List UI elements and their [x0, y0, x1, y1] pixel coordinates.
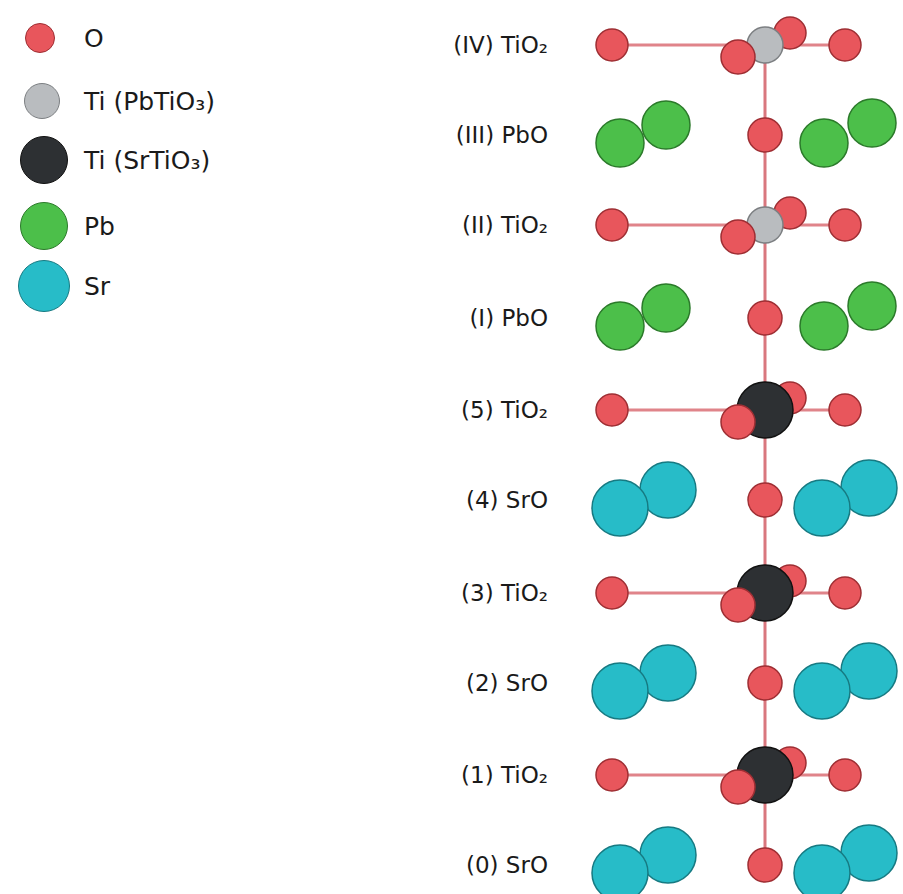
layer-label: (3) TiO₂: [461, 582, 548, 605]
layer-label: (2) SrO: [466, 672, 548, 695]
legend-label: O: [84, 26, 104, 51]
legend-swatch: [20, 202, 68, 250]
legend-swatch: [25, 23, 55, 53]
legend-label: Pb: [84, 214, 115, 239]
layer-label: (1) TiO₂: [461, 764, 548, 787]
layer-label: (5) TiO₂: [461, 399, 548, 422]
layer-label: (4) SrO: [466, 489, 548, 512]
legend-swatch: [24, 83, 60, 119]
layer-label: (I) PbO: [469, 307, 548, 330]
legend-swatch: [20, 136, 68, 184]
layer-label: (II) TiO₂: [462, 214, 548, 237]
layer-label: (0) SrO: [466, 854, 548, 877]
legend-label: Ti (PbTiO₃): [84, 89, 215, 114]
legend-label: Ti (SrTiO₃): [84, 148, 210, 173]
legend-swatch: [18, 260, 70, 312]
layer-label: (IV) TiO₂: [453, 34, 548, 57]
layer-label: (III) PbO: [456, 124, 548, 147]
legend-label: Sr: [84, 274, 110, 299]
